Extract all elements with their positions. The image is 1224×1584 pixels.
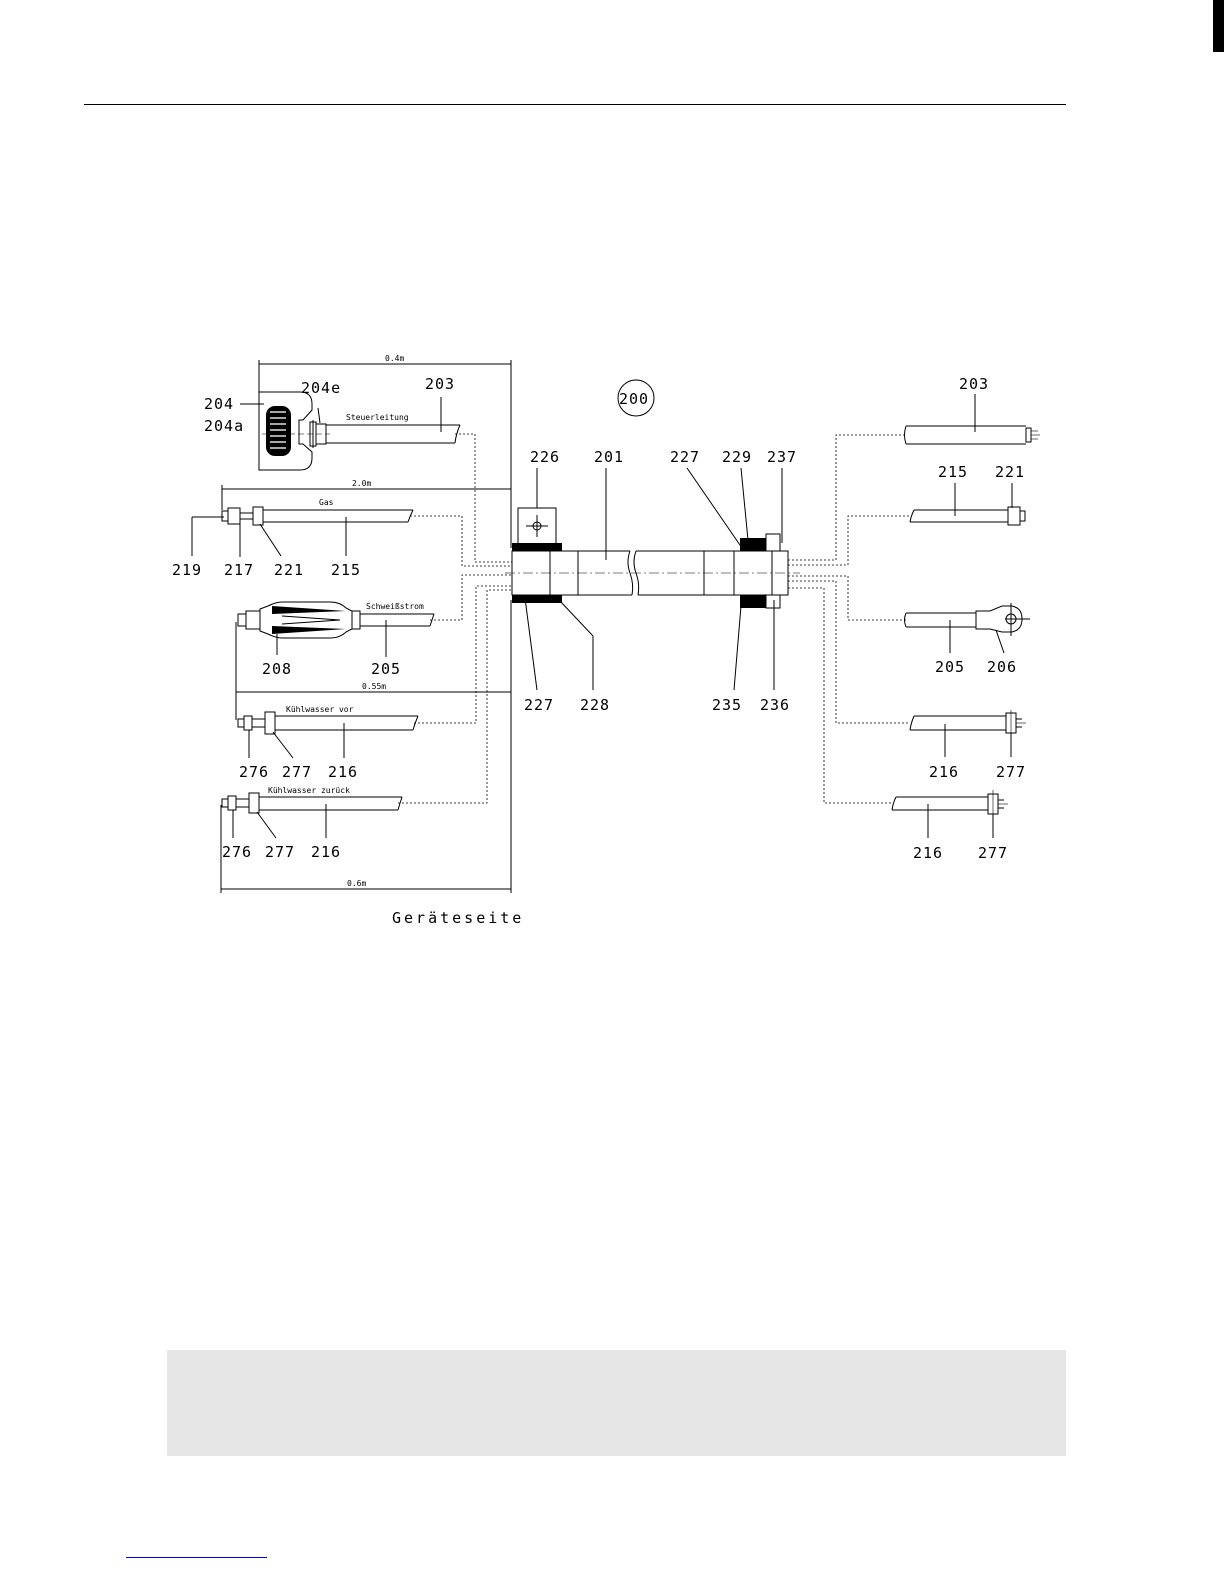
line-label-kuehlwasser-vor: Kühlwasser vor (286, 705, 354, 714)
label-229: 229 (722, 448, 752, 466)
label-204: 204 (204, 395, 234, 413)
right-routing-lines (788, 435, 910, 803)
label-205-right: 205 (935, 658, 965, 676)
label-216-right-lower: 216 (913, 844, 943, 862)
label-277-right-upper: 277 (996, 763, 1026, 781)
label-235: 235 (712, 696, 742, 714)
label-277-right-lower: 277 (978, 844, 1008, 862)
label-227-bottom: 227 (524, 696, 554, 714)
label-203-right: 203 (959, 375, 989, 393)
label-277-upper: 277 (282, 763, 312, 781)
welding-line-right (905, 603, 1031, 636)
dimension-0.6m: 0.6m (347, 879, 366, 888)
label-237: 237 (767, 448, 797, 466)
label-236: 236 (760, 696, 790, 714)
label-226: 226 (530, 448, 560, 466)
dimension-0.55m: 0.55m (362, 682, 386, 691)
label-221-right: 221 (995, 463, 1025, 481)
dimension-0.4m: 0.4m (385, 354, 404, 363)
label-201: 201 (594, 448, 624, 466)
label-216-right-upper: 216 (929, 763, 959, 781)
control-line-right (905, 426, 1041, 444)
label-277-lower: 277 (265, 843, 295, 861)
cooling-supply-line-right (910, 710, 1026, 737)
footer-panel (167, 1350, 1066, 1456)
label-215-left: 215 (331, 561, 361, 579)
line-label-schweissstrom: Schweißstrom (366, 602, 424, 611)
bottom-link-underline (126, 1557, 267, 1558)
line-label-steuerleitung: Steuerleitung (346, 413, 409, 422)
control-plug-204 (259, 392, 460, 470)
diagram-caption: Geräteseite (392, 909, 524, 927)
label-219: 219 (172, 561, 202, 579)
cooling-return-line-left (222, 793, 402, 813)
cooling-return-line-right (892, 790, 1008, 818)
label-208: 208 (262, 660, 292, 678)
label-276-lower: 276 (222, 843, 252, 861)
gas-line-left (222, 507, 413, 525)
dimension-2.0m: 2.0m (352, 479, 371, 488)
label-204e: 204e (301, 379, 341, 397)
label-217: 217 (224, 561, 254, 579)
label-216-upper: 216 (328, 763, 358, 781)
label-276-upper: 276 (239, 763, 269, 781)
label-221-left: 221 (274, 561, 304, 579)
label-206: 206 (987, 658, 1017, 676)
label-216-lower: 216 (311, 843, 341, 861)
label-200: 200 (619, 390, 649, 408)
line-label-kuehlwasser-zurueck: Kühlwasser zurück (268, 786, 350, 795)
label-205-left: 205 (371, 660, 401, 678)
label-204a: 204a (204, 417, 244, 435)
label-228: 228 (580, 696, 610, 714)
cooling-supply-line-left (238, 712, 418, 734)
label-203-left: 203 (425, 375, 455, 393)
hose-package-body (505, 508, 800, 608)
label-227-top: 227 (670, 448, 700, 466)
gas-line-right (910, 507, 1025, 525)
line-label-gas: Gas (319, 498, 334, 507)
label-215-right: 215 (938, 463, 968, 481)
